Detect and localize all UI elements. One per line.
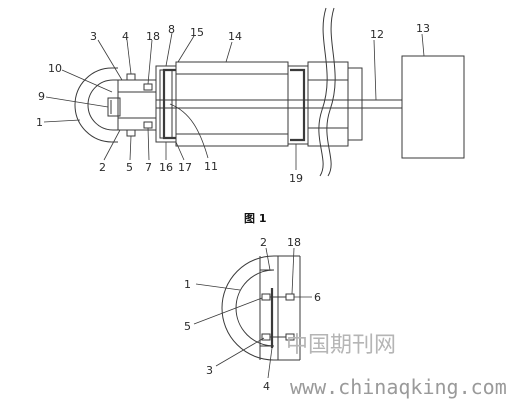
fig2-leader-5: [193, 297, 263, 325]
leader-17: [175, 141, 185, 161]
label-19: 19: [289, 172, 303, 185]
figure-1-caption: 图 1: [244, 212, 266, 225]
leader-2: [103, 129, 121, 161]
label-13: 13: [416, 22, 430, 35]
label-3: 3: [90, 30, 97, 43]
fig2-label-1: 1: [184, 278, 191, 291]
fig2-label-3: 3: [206, 364, 213, 377]
label-11: 11: [204, 160, 218, 173]
nut-18: [143, 83, 153, 91]
leader-8: [165, 32, 173, 67]
bolt-5: [126, 129, 136, 137]
fig2-label-2: 2: [260, 236, 267, 249]
bolt-4: [126, 73, 136, 81]
fig2-u-inner: [235, 269, 275, 347]
label-2: 2: [99, 161, 106, 174]
fig2-u-outer: [221, 255, 300, 361]
watermark-url: www.chinaqking.com: [290, 375, 507, 399]
leader-4: [126, 39, 132, 75]
label-17: 17: [178, 161, 192, 174]
leader-14: [225, 41, 233, 63]
fig2-leader-4: [267, 347, 273, 379]
fig2-bolt-top: [261, 293, 271, 301]
leader-11: [169, 103, 209, 159]
break-line-1: [318, 7, 328, 177]
label-5: 5: [126, 161, 133, 174]
label-15: 15: [190, 26, 204, 39]
label-18: 18: [146, 30, 160, 43]
u-hook-outer: [74, 67, 118, 143]
fig2-leader-18: [291, 247, 295, 295]
leader-7: [147, 127, 150, 161]
box-13: [401, 55, 465, 159]
label-16: 16: [159, 161, 173, 174]
label-4: 4: [122, 30, 129, 43]
fig2-label-4: 4: [263, 380, 270, 393]
leader-18: [147, 39, 153, 85]
housing-14: [175, 61, 289, 147]
fig2-label-18: 18: [287, 236, 301, 249]
figure-2: 1 2 18 6 5 3 4: [184, 236, 321, 393]
u-hook-inner: [87, 79, 118, 131]
fig2-leader-1: [195, 283, 241, 291]
leader-13: [421, 33, 425, 57]
fig2-label-5: 5: [184, 320, 191, 333]
watermark-site-cn: 中国期刊网: [286, 333, 396, 358]
figure-1: 3 4 18 8 15 14 10 9 1 2 5 7 16 17 11 19 …: [36, 7, 465, 225]
bracket-19: [290, 68, 306, 142]
label-8: 8: [168, 23, 175, 36]
break-line-2: [326, 7, 336, 177]
fig2-bolt-top-right: [285, 293, 295, 301]
fig2-bolt-bottom: [261, 333, 271, 341]
label-9: 9: [38, 90, 45, 103]
leader-12: [373, 39, 377, 101]
leader-3: [97, 39, 123, 81]
label-14: 14: [228, 30, 242, 43]
label-10: 10: [48, 62, 62, 75]
bracket-15: [162, 68, 176, 140]
leader-15: [177, 35, 195, 63]
leader-10: [61, 69, 113, 93]
nut-7: [143, 121, 153, 129]
label-7: 7: [145, 161, 152, 174]
leader-1: [43, 119, 81, 123]
fig2-label-6: 6: [314, 291, 321, 304]
watermark: 中国期刊网 www.chinaqking.com: [286, 333, 507, 399]
leader-5: [129, 135, 132, 161]
leader-9: [45, 96, 109, 108]
flange-cap: [347, 67, 363, 141]
plate-8: [155, 65, 177, 143]
label-12: 12: [370, 28, 384, 41]
fig2-leader-2: [265, 247, 271, 271]
flange-right: [307, 61, 349, 147]
fig2-leader-3: [215, 337, 265, 367]
label-1: 1: [36, 116, 43, 129]
